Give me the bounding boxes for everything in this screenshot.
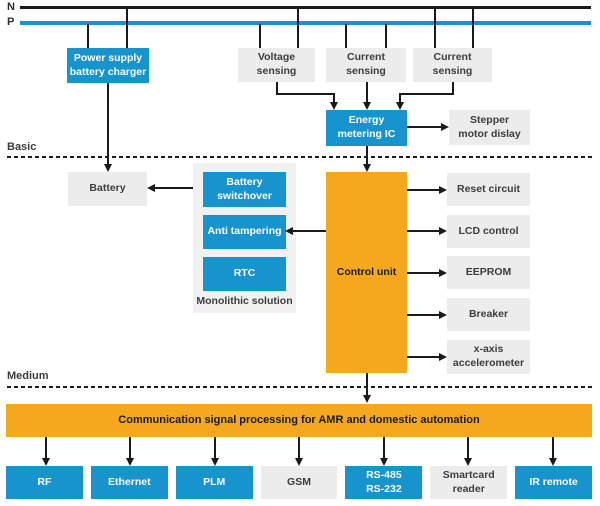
- connector: [407, 356, 440, 358]
- connector: [154, 187, 203, 189]
- arrowhead: [439, 311, 447, 319]
- wire-drop: [345, 24, 347, 48]
- wire-drop: [385, 24, 387, 48]
- connector: [292, 230, 326, 232]
- arrowhead: [104, 164, 112, 172]
- arrowhead: [439, 269, 447, 277]
- wire-drop: [297, 9, 299, 48]
- block-voltage-sensing: Voltage sensing: [238, 48, 315, 82]
- arrowhead: [147, 184, 155, 192]
- block-reset-circuit: Reset circuit: [447, 173, 530, 206]
- phase-wire: [20, 21, 591, 25]
- arrowhead: [363, 395, 371, 403]
- wire-drop: [87, 24, 89, 48]
- block-ethernet: Ethernet: [90, 466, 168, 499]
- block-comm-processing: Communication signal processing for AMR …: [6, 404, 592, 437]
- block-rtc: RTC: [203, 257, 286, 291]
- block-eeprom: EEPROM: [447, 256, 530, 289]
- block-anti-tampering: Anti tampering: [203, 215, 286, 249]
- block-power-supply: Power supply battery charger: [67, 48, 149, 83]
- connector: [399, 93, 454, 95]
- connector: [276, 93, 335, 95]
- arrowhead: [380, 458, 388, 466]
- block-x-axis-accelerometer: x-axis accelerometer: [447, 340, 530, 374]
- section-label-medium: Medium: [7, 370, 49, 382]
- connector: [45, 437, 47, 458]
- arrowhead: [363, 164, 371, 172]
- connector: [383, 437, 385, 458]
- phase-wire-label: P: [7, 16, 15, 28]
- connector: [129, 437, 131, 458]
- block-gsm: GSM: [260, 466, 338, 499]
- neutral-wire-label: N: [7, 1, 15, 13]
- block-ir-remote: IR remote: [515, 466, 593, 499]
- connector: [407, 189, 440, 191]
- wire-drop: [126, 9, 128, 48]
- block-smartcard-reader: Smartcard reader: [430, 466, 508, 499]
- arrowhead: [295, 458, 303, 466]
- connector: [214, 437, 216, 458]
- connector: [366, 82, 368, 103]
- block-rs485-rs232: RS-485 RS-232: [345, 466, 423, 499]
- connector: [452, 82, 454, 95]
- arrowhead: [363, 102, 371, 110]
- block-battery-switchover: Battery switchover: [203, 172, 286, 207]
- connector: [333, 93, 335, 103]
- section-label-basic: Basic: [7, 141, 37, 153]
- arrowhead: [464, 458, 472, 466]
- arrowhead: [42, 458, 50, 466]
- arrowhead: [211, 458, 219, 466]
- block-lcd-control: LCD control: [447, 215, 530, 248]
- comm-interfaces-row: RF Ethernet PLM GSM RS-485 RS-232 Smartc…: [6, 466, 593, 499]
- block-stepper-motor-display: Stepper motor dislay: [449, 110, 530, 145]
- arrowhead: [126, 458, 134, 466]
- block-current-sensing-2: Current sensing: [413, 48, 492, 82]
- arrowhead: [330, 102, 338, 110]
- monolithic-caption: Monolithic solution: [196, 295, 293, 307]
- connector: [366, 146, 368, 165]
- connector: [407, 230, 440, 232]
- connector: [407, 314, 440, 316]
- arrowhead: [439, 227, 447, 235]
- connector: [407, 272, 440, 274]
- connector: [399, 93, 401, 103]
- arrowhead: [441, 123, 449, 131]
- connector: [552, 437, 554, 458]
- connector: [366, 373, 368, 396]
- arrowhead: [285, 227, 293, 235]
- block-plm: PLM: [175, 466, 253, 499]
- connector: [107, 83, 109, 165]
- neutral-wire: [20, 6, 591, 9]
- block-battery: Battery: [68, 172, 147, 206]
- block-breaker: Breaker: [447, 298, 530, 331]
- section-divider-basic: [7, 156, 592, 158]
- arrowhead: [439, 353, 447, 361]
- wire-drop: [472, 9, 474, 48]
- arrowhead: [439, 186, 447, 194]
- arrowhead: [549, 458, 557, 466]
- connector: [276, 82, 278, 95]
- block-current-sensing-1: Current sensing: [326, 48, 406, 82]
- arrowhead: [396, 102, 404, 110]
- connector: [467, 437, 469, 458]
- block-rf: RF: [6, 466, 83, 499]
- connector: [407, 126, 442, 128]
- wire-drop: [259, 24, 261, 48]
- wire-drop: [434, 9, 436, 48]
- block-energy-metering-ic: Energy metering IC: [326, 110, 407, 146]
- block-control-unit: Control unit: [326, 172, 407, 373]
- connector: [298, 437, 300, 458]
- section-divider-medium: [7, 386, 592, 388]
